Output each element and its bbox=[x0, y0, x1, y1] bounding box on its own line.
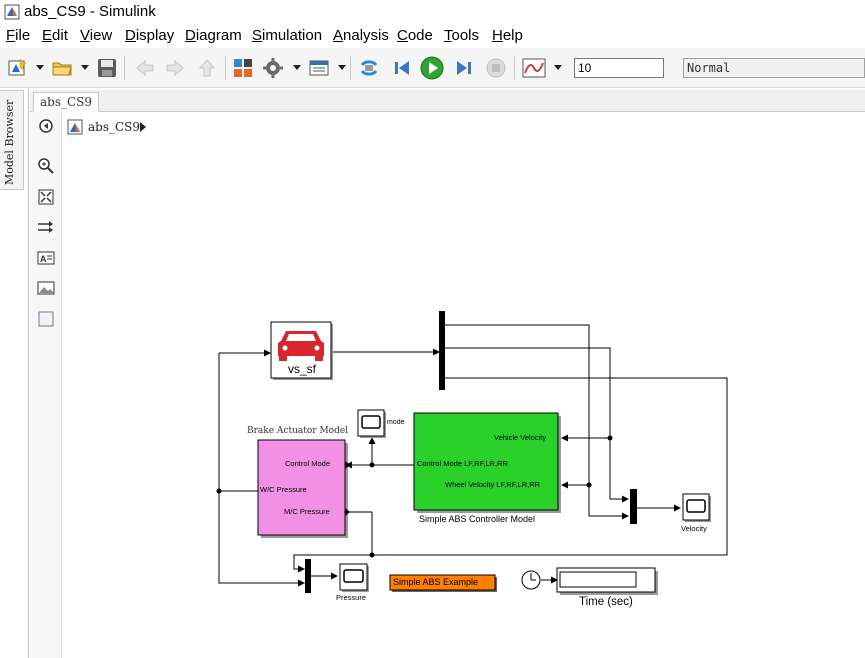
brake-port-mc-pressure: M/C Pressure bbox=[284, 507, 330, 516]
controller-port-vehicle-velocity: Vehicle Velocity bbox=[494, 433, 547, 442]
port-icon bbox=[345, 461, 350, 469]
controller-port-wheel-velocity: Wheel Velocity LF,RF,LR,RR bbox=[445, 480, 541, 489]
library-browser-icon[interactable] bbox=[231, 56, 255, 80]
open-dropdown-icon[interactable] bbox=[81, 65, 89, 70]
brake-port-wc-pressure: W/C Pressure bbox=[260, 485, 307, 494]
settings-dropdown-icon[interactable] bbox=[293, 65, 301, 70]
breadcrumb: abs_CS9 bbox=[62, 112, 865, 142]
menu-code[interactable]: Code bbox=[397, 27, 433, 44]
model-icon bbox=[67, 119, 83, 135]
simulation-mode-select[interactable]: Normal bbox=[683, 58, 865, 78]
toolbar: Normal bbox=[0, 48, 865, 88]
example-annotation[interactable] bbox=[389, 574, 496, 591]
menu-bar: File Edit View Display Diagram Simulatio… bbox=[0, 24, 865, 48]
velocity-scope[interactable] bbox=[682, 493, 711, 522]
menu-tools[interactable]: Tools bbox=[444, 27, 480, 44]
inspector-dropdown-icon[interactable] bbox=[554, 65, 562, 70]
run-icon[interactable] bbox=[420, 56, 444, 80]
open-folder-icon[interactable] bbox=[50, 56, 74, 80]
annotation-icon[interactable]: A bbox=[36, 248, 56, 268]
brake-model-title: Brake Actuator Model bbox=[247, 426, 349, 436]
diagram-canvas[interactable]: vs_sf mode Brake Actuator Model Control … bbox=[62, 142, 865, 658]
svg-text:A: A bbox=[40, 254, 47, 264]
menu-analysis[interactable]: Analysis bbox=[333, 27, 389, 44]
data-inspector-icon[interactable] bbox=[522, 56, 546, 80]
up-icon[interactable] bbox=[195, 56, 219, 80]
controller-port-control-mode: Control Mode LF,RF,LR,RR bbox=[417, 459, 508, 468]
hide-show-icon[interactable] bbox=[36, 116, 56, 136]
time-display[interactable] bbox=[556, 567, 658, 595]
step-forward-icon[interactable] bbox=[452, 56, 476, 80]
pressure-scope-label: Pressure bbox=[336, 593, 367, 602]
clock-icon[interactable] bbox=[521, 570, 541, 590]
toolbar-separator bbox=[350, 56, 351, 80]
menu-help[interactable]: Help bbox=[492, 27, 523, 44]
brake-port-control-mode: Control Mode bbox=[285, 459, 331, 468]
signal-lines bbox=[218, 324, 728, 587]
controller-block-name: Simple ABS Controller Model bbox=[419, 514, 536, 524]
abs-controller-block[interactable] bbox=[413, 412, 559, 511]
arrow-icon[interactable] bbox=[36, 217, 56, 237]
toolbar-separator bbox=[124, 56, 125, 80]
area-icon[interactable] bbox=[36, 309, 56, 329]
mode-scope-label: mode bbox=[387, 419, 405, 426]
pressure-mux[interactable] bbox=[305, 559, 311, 593]
zoom-icon[interactable] bbox=[36, 156, 56, 176]
menu-diagram[interactable]: Diagram bbox=[185, 27, 242, 44]
new-model-icon[interactable] bbox=[5, 56, 29, 80]
menu-edit[interactable]: Edit bbox=[42, 27, 68, 44]
menu-display[interactable]: Display bbox=[125, 27, 175, 44]
tool-palette: A bbox=[30, 112, 62, 658]
window-title: abs_CS9 - Simulink bbox=[24, 3, 156, 20]
new-model-dropdown-icon[interactable] bbox=[36, 65, 44, 70]
model-explorer-icon[interactable] bbox=[307, 56, 331, 80]
tab-bar: abs_CS9 bbox=[30, 90, 865, 112]
breadcrumb-model-link[interactable]: abs_CS9 bbox=[88, 120, 141, 134]
toolbar-separator bbox=[514, 56, 515, 80]
menu-view[interactable]: View bbox=[80, 27, 113, 44]
step-back-icon[interactable] bbox=[390, 56, 414, 80]
port-icon bbox=[345, 508, 350, 516]
example-annotation-text: Simple ABS Example bbox=[393, 577, 479, 587]
breadcrumb-arrow-icon[interactable] bbox=[140, 122, 146, 132]
toolbar-separator bbox=[225, 56, 226, 80]
save-icon[interactable] bbox=[95, 56, 119, 80]
branch-points bbox=[216, 435, 613, 558]
stop-icon[interactable] bbox=[484, 56, 508, 80]
pressure-scope[interactable] bbox=[339, 563, 369, 592]
model-browser-label: Model Browser bbox=[3, 99, 16, 185]
model-browser-tab[interactable]: Model Browser bbox=[0, 90, 24, 190]
tab-abs-cs9[interactable]: abs_CS9 bbox=[33, 92, 99, 112]
velocity-scope-label: Velocity bbox=[681, 524, 707, 533]
mode-scope[interactable] bbox=[357, 409, 386, 438]
simulink-logo-icon bbox=[4, 4, 20, 20]
model-settings-icon[interactable] bbox=[261, 56, 285, 80]
menu-file[interactable]: File bbox=[6, 27, 31, 44]
panel-divider bbox=[28, 88, 29, 658]
diagram-svg bbox=[216, 311, 728, 595]
car-icon bbox=[278, 331, 324, 361]
vehicle-block-label: vs_sf bbox=[288, 362, 317, 376]
vehicle-block[interactable] bbox=[270, 321, 333, 380]
brake-actuator-block[interactable] bbox=[257, 439, 346, 536]
forward-icon[interactable] bbox=[163, 56, 187, 80]
mux-bar[interactable] bbox=[439, 311, 445, 390]
title-bar: abs_CS9 - Simulink bbox=[0, 0, 865, 24]
time-display-label: Time (sec) bbox=[579, 596, 633, 608]
image-icon[interactable] bbox=[36, 278, 56, 298]
menu-simulation[interactable]: Simulation bbox=[252, 27, 323, 44]
update-diagram-icon[interactable] bbox=[357, 56, 381, 80]
stop-time-input[interactable] bbox=[574, 58, 664, 78]
velocity-mux[interactable] bbox=[630, 489, 637, 524]
fit-view-icon[interactable] bbox=[36, 187, 56, 207]
explorer-dropdown-icon[interactable] bbox=[338, 65, 346, 70]
back-icon[interactable] bbox=[133, 56, 157, 80]
